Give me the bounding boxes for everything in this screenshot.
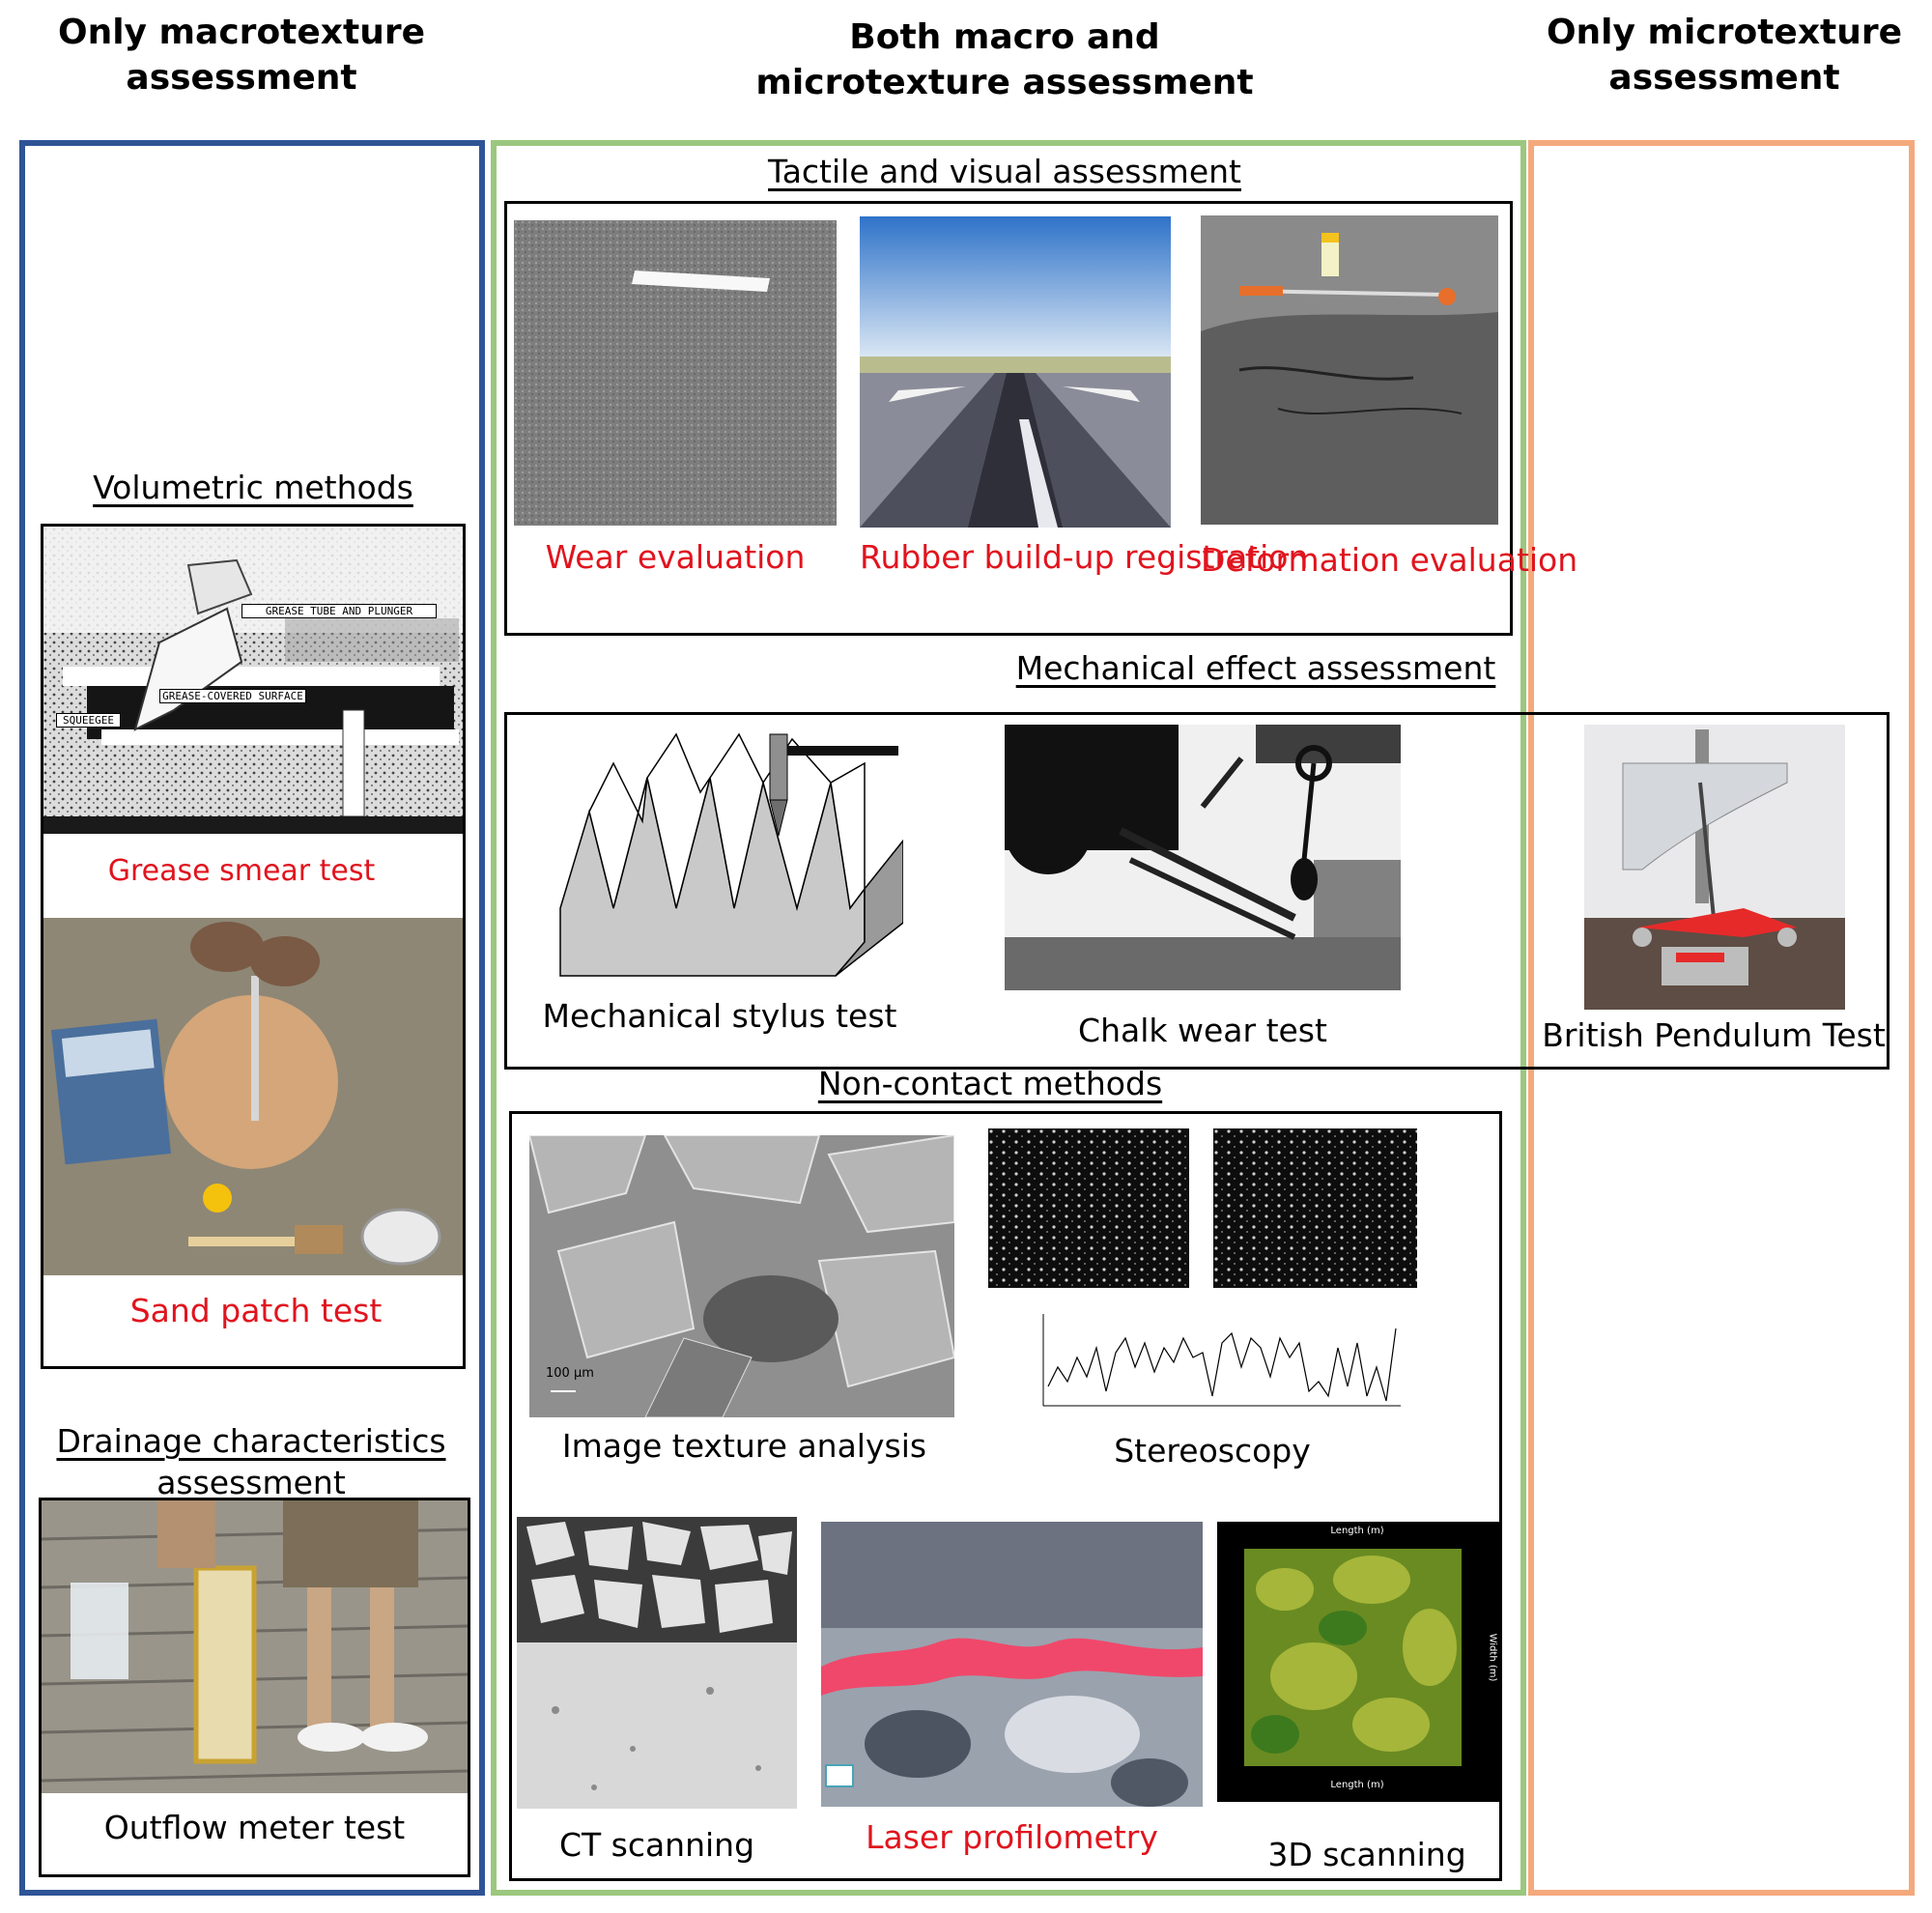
both-column-frame bbox=[491, 140, 1526, 1896]
scale-bar-label: 100 µm bbox=[546, 1366, 594, 1381]
ct-scanning-label: CT scanning bbox=[558, 1826, 755, 1864]
ct-scanning-photo bbox=[517, 1517, 797, 1809]
scan-length-bottom-label: Length (m) bbox=[1330, 1780, 1384, 1790]
scan-length-top-label: Length (m) bbox=[1330, 1526, 1384, 1536]
grease-surface-label: GREASE-COVERED SURFACE bbox=[159, 689, 306, 703]
3d-scanning-label: 3D scanning bbox=[1267, 1836, 1466, 1873]
deformation-label: Deformation evaluation bbox=[1201, 541, 1578, 579]
laser-profilometry-photo bbox=[821, 1522, 1203, 1807]
outflow-meter-label: Outflow meter test bbox=[103, 1809, 406, 1846]
tactile-heading: Tactile and visual assessment bbox=[768, 153, 1241, 190]
scan-width-label: Width (m) bbox=[1487, 1633, 1498, 1682]
mechanical-stylus-diagram bbox=[555, 725, 903, 981]
macro-column-title: Only macrotexture assessment bbox=[57, 13, 426, 98]
squeegee-label: SQUEEGEE bbox=[56, 713, 121, 728]
image-texture-photo bbox=[529, 1135, 954, 1417]
noncontact-heading: Non-contact methods bbox=[817, 1065, 1163, 1102]
sand-patch-photo bbox=[43, 918, 463, 1275]
macro-column-frame bbox=[19, 140, 485, 1896]
wear-evaluation-photo bbox=[514, 220, 837, 526]
deformation-photo bbox=[1201, 215, 1498, 525]
grease-smear-label: Grease smear test bbox=[107, 854, 376, 888]
grease-tube-label: GREASE TUBE AND PLUNGER bbox=[242, 604, 437, 618]
rubber-buildup-photo bbox=[860, 216, 1171, 528]
wear-evaluation-label: Wear evaluation bbox=[545, 538, 806, 576]
mechanical-stylus-label: Mechanical stylus test bbox=[542, 997, 897, 1035]
volumetric-methods-heading: Volumetric methods bbox=[93, 469, 413, 506]
micro-column-frame bbox=[1528, 140, 1915, 1896]
grease-smear-photo bbox=[43, 527, 463, 834]
stereoscopy-label: Stereoscopy bbox=[1114, 1432, 1311, 1470]
sand-patch-label: Sand patch test bbox=[129, 1292, 383, 1329]
image-texture-label: Image texture analysis bbox=[561, 1427, 927, 1465]
outflow-meter-photo bbox=[42, 1500, 468, 1793]
chalk-wear-label: Chalk wear test bbox=[1078, 1012, 1327, 1049]
british-pendulum-photo bbox=[1584, 725, 1845, 1010]
micro-column-title: Only microtexture assessment bbox=[1546, 13, 1903, 98]
noncontact-box bbox=[509, 1111, 1502, 1881]
tactile-box bbox=[504, 201, 1513, 636]
rubber-buildup-label: Rubber build-up registration bbox=[860, 538, 1309, 576]
3d-scanning-photo bbox=[1217, 1522, 1502, 1802]
drainage-heading: Drainage characteristics assessment bbox=[56, 1422, 446, 1501]
mechanical-heading: Mechanical effect assessment bbox=[1015, 649, 1496, 687]
mechanical-box bbox=[504, 712, 1889, 1070]
drainage-box bbox=[39, 1498, 470, 1877]
chalk-wear-photo bbox=[1005, 725, 1401, 990]
stereoscopy-profile-plot bbox=[1005, 1309, 1406, 1420]
volumetric-methods-box bbox=[41, 524, 466, 1369]
stereoscopy-image-right bbox=[1213, 1128, 1417, 1288]
stereoscopy-image-left bbox=[988, 1128, 1189, 1288]
both-column-title: Both macro and microtexture assessment bbox=[755, 17, 1254, 102]
british-pendulum-label: British Pendulum Test bbox=[1542, 1016, 1886, 1054]
laser-profilometry-label: Laser profilometry bbox=[866, 1818, 1158, 1856]
